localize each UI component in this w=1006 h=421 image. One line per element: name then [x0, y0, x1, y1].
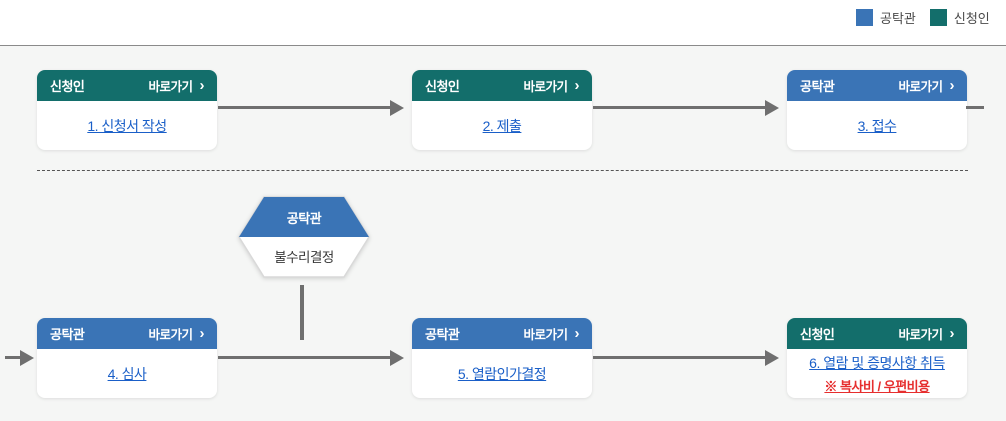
- shortcut-label: 바로가기: [898, 328, 943, 342]
- step-1-header: 신청인 바로가기 ›: [37, 70, 217, 101]
- step-card-6: 신청인 바로가기 › 6. 열람 및 증명사항 취득 ※ 복사비 / 우편비용: [787, 318, 967, 398]
- step-5-shortcut-link[interactable]: 바로가기 ›: [523, 324, 579, 343]
- step-3-shortcut-link[interactable]: 바로가기 ›: [898, 76, 954, 95]
- chevron-right-icon: ›: [949, 325, 955, 342]
- step-6-actor-label: 신청인: [800, 327, 835, 342]
- step-3-header: 공탁관 바로가기 ›: [787, 70, 967, 101]
- step-1-body: 1. 신청서 작성: [37, 101, 217, 150]
- shortcut-label: 바로가기: [523, 328, 568, 342]
- hexagon-decision-label: 불수리결정: [274, 250, 334, 265]
- step-6-link[interactable]: 6. 열람 및 증명사항 취득: [809, 354, 945, 371]
- flow-arrow-1-2: [218, 106, 390, 109]
- step-4-actor-label: 공탁관: [50, 327, 85, 342]
- flow-arrowhead-5-6: [765, 350, 779, 366]
- hexagon-actor-label: 공탁관: [287, 211, 322, 226]
- step-4-link[interactable]: 4. 심사: [107, 365, 147, 382]
- step-2-header: 신청인 바로가기 ›: [412, 70, 592, 101]
- hexagon-top: [239, 197, 369, 237]
- step-5-actor-label: 공탁관: [425, 327, 460, 342]
- legend-item-applicant: 신청인: [929, 8, 990, 27]
- shortcut-label: 바로가기: [898, 80, 943, 94]
- flow-stub-after-3: [966, 106, 984, 109]
- dashed-divider: [37, 170, 968, 171]
- chevron-right-icon: ›: [199, 325, 205, 342]
- chevron-right-icon: ›: [574, 77, 580, 94]
- step-5-body: 5. 열람인가결정: [412, 349, 592, 398]
- step-3-actor-label: 공탁관: [800, 79, 835, 94]
- flow-arrow-2-3: [593, 106, 765, 109]
- flow-arrowhead-1-2: [390, 100, 404, 116]
- step-5-link[interactable]: 5. 열람인가결정: [457, 365, 547, 382]
- step-4-shortcut-link[interactable]: 바로가기 ›: [148, 324, 204, 343]
- step-1-link[interactable]: 1. 신청서 작성: [87, 117, 167, 134]
- step-card-3: 공탁관 바로가기 › 3. 접수: [787, 70, 967, 150]
- flow-arrow-4-5: [218, 356, 390, 359]
- step-3-link[interactable]: 3. 접수: [857, 117, 897, 134]
- shortcut-label: 바로가기: [148, 328, 193, 342]
- chevron-right-icon: ›: [574, 325, 580, 342]
- step-3-body: 3. 접수: [787, 101, 967, 150]
- flow-arrowhead-4-5: [390, 350, 404, 366]
- chevron-right-icon: ›: [199, 77, 205, 94]
- step-5-header: 공탁관 바로가기 ›: [412, 318, 592, 349]
- step-4-body: 4. 심사: [37, 349, 217, 398]
- legend-swatch-applicant: [929, 9, 947, 26]
- step-6-body: 6. 열람 및 증명사항 취득 ※ 복사비 / 우편비용: [787, 349, 967, 398]
- step-6-shortcut-link[interactable]: 바로가기 ›: [898, 324, 954, 343]
- legend-label-officer: 공탁관: [880, 11, 916, 26]
- step-card-2: 신청인 바로가기 › 2. 제출: [412, 70, 592, 150]
- step-2-body: 2. 제출: [412, 101, 592, 150]
- rejection-decision-hexagon: 공탁관 불수리결정: [238, 196, 370, 278]
- hexagon-connector-line: [300, 285, 304, 340]
- legend: 공탁관 신청인: [856, 8, 990, 27]
- step-card-1: 신청인 바로가기 › 1. 신청서 작성: [37, 70, 217, 150]
- chevron-right-icon: ›: [949, 77, 955, 94]
- shortcut-label: 바로가기: [523, 80, 568, 94]
- step-2-actor-label: 신청인: [425, 79, 460, 94]
- flow-entry-arrowhead: [20, 350, 34, 366]
- step-card-5: 공탁관 바로가기 › 5. 열람인가결정: [412, 318, 592, 398]
- step-2-link[interactable]: 2. 제출: [482, 117, 522, 134]
- step-card-4: 공탁관 바로가기 › 4. 심사: [37, 318, 217, 398]
- flow-arrowhead-2-3: [765, 100, 779, 116]
- step-4-header: 공탁관 바로가기 ›: [37, 318, 217, 349]
- step-6-header: 신청인 바로가기 ›: [787, 318, 967, 349]
- step-6-cost-note[interactable]: ※ 복사비 / 우편비용: [824, 378, 930, 394]
- flow-arrow-5-6: [593, 356, 765, 359]
- shortcut-label: 바로가기: [148, 80, 193, 94]
- step-1-shortcut-link[interactable]: 바로가기 ›: [148, 76, 204, 95]
- legend-item-officer: 공탁관: [856, 8, 916, 27]
- legend-label-applicant: 신청인: [953, 11, 990, 26]
- flow-entry-arrow: [5, 356, 20, 359]
- step-1-actor-label: 신청인: [50, 79, 85, 94]
- step-2-shortcut-link[interactable]: 바로가기 ›: [523, 76, 579, 95]
- legend-swatch-officer: [856, 9, 873, 26]
